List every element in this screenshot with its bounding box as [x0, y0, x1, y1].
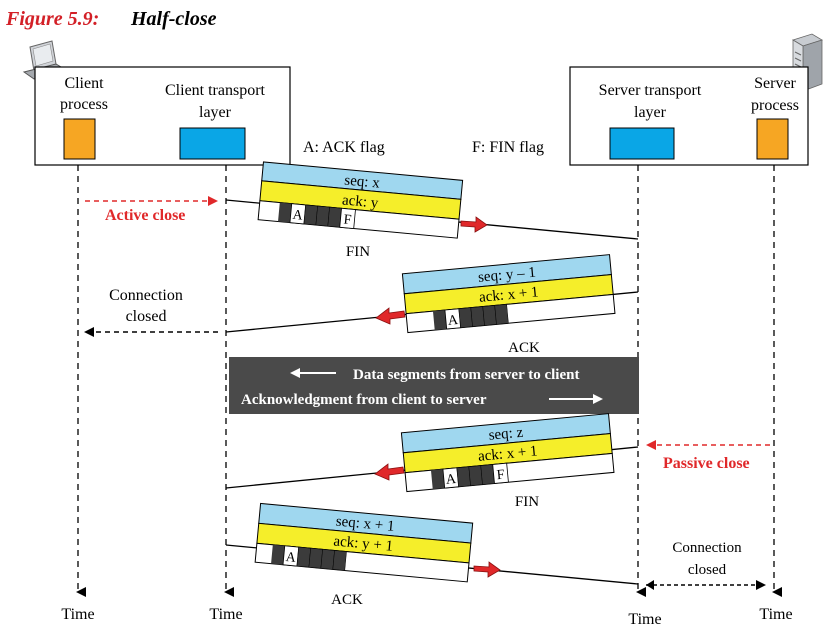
segment-3-seq: seq: z	[488, 425, 524, 444]
client-process-label-2: process	[60, 96, 108, 113]
ack-flag-legend: A: ACK flag	[303, 139, 385, 156]
segment-3-ack: ack: x + 1	[477, 443, 538, 464]
time-label-server-process: Time	[759, 606, 792, 623]
segment-4-direction-arrow	[473, 561, 501, 578]
segment-2-seq: seq: y – 1	[477, 265, 536, 286]
segment-3-caption: FIN	[515, 494, 539, 510]
client-process-block	[63, 118, 96, 160]
segment-fin-3: seq: z ack: x + 1 A F FIN	[225, 413, 639, 510]
server-process-label-2: process	[751, 97, 799, 114]
time-label-server-transport: Time	[628, 611, 661, 628]
passive-close-label: Passive close	[663, 455, 750, 472]
segment-2-direction-arrow	[375, 307, 406, 325]
figure-number: Figure 5.9:	[5, 8, 99, 30]
data-transfer-band: Data segments from server to client Ackn…	[229, 357, 639, 414]
client-box: Client process Client transport layer	[34, 66, 291, 166]
connection-closed-server-2: closed	[688, 562, 727, 578]
segment-1-flag-f: F	[343, 213, 352, 229]
connection-closed-client-2: closed	[126, 308, 167, 325]
client-transport-label-1: Client transport	[165, 82, 266, 99]
segment-1-flag-a: A	[292, 208, 304, 224]
data-band-line-2: Acknowledgment from client to server	[241, 392, 487, 408]
server-box: Server transport layer Server process	[569, 66, 809, 166]
server-process-label-1: Server	[754, 75, 796, 92]
segment-3-flag-f: F	[496, 467, 505, 483]
segment-1-ack: ack: y	[341, 192, 379, 211]
segment-2-caption: ACK	[508, 340, 540, 356]
segment-2-flag-a: A	[447, 313, 459, 329]
segment-3-direction-arrow	[374, 463, 405, 481]
segment-4-flag-a: A	[285, 550, 297, 566]
segment-4-ack: ack: y + 1	[333, 533, 394, 554]
connection-closed-client-1: Connection	[109, 287, 183, 304]
segment-ack-4: seq: x + 1 ack: y + 1 A ACK	[225, 502, 639, 608]
connection-closed-server-arrow-tail	[646, 580, 654, 590]
client-transport-block	[179, 127, 246, 160]
server-transport-label-2: layer	[634, 104, 667, 121]
segment-4-seq: seq: x + 1	[335, 514, 395, 535]
segment-2-ack: ack: x + 1	[478, 284, 539, 305]
server-transport-block	[609, 127, 675, 160]
segment-3-flag-a: A	[445, 472, 457, 488]
client-process-label-1: Client	[64, 75, 104, 92]
segment-1-direction-arrow	[460, 216, 488, 233]
time-label-client-transport: Time	[209, 606, 242, 623]
fin-flag-legend: F: FIN flag	[472, 139, 544, 156]
client-transport-label-2: layer	[199, 104, 232, 121]
time-label-client-process: Time	[61, 606, 94, 623]
segment-4-caption: ACK	[331, 592, 363, 608]
server-transport-label-1: Server transport	[599, 82, 702, 99]
server-process-block	[756, 118, 789, 160]
active-close-label: Active close	[105, 207, 185, 224]
segment-1-caption: FIN	[346, 244, 370, 260]
connection-closed-server-1: Connection	[672, 540, 742, 556]
figure-title: Half-close	[130, 8, 217, 30]
segment-fin-1: seq: x ack: y A F FIN	[225, 161, 639, 260]
segment-1-seq: seq: x	[344, 172, 381, 191]
segment-ack-2: seq: y – 1 ack: x + 1 A ACK	[225, 254, 639, 356]
data-band-line-1: Data segments from server to client	[353, 367, 579, 383]
